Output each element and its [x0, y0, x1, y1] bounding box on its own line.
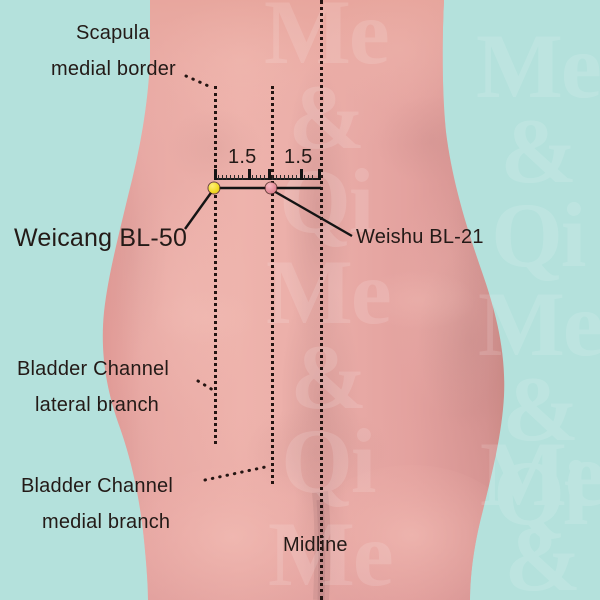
ruler-tick-minor — [230, 175, 231, 180]
midline-guide-line — [320, 0, 323, 600]
measurement-left-span: 1.5 — [228, 146, 257, 168]
label-medial-branch-line2: medial branch — [42, 511, 171, 533]
label-medial-branch-line1: Bladder Channel — [21, 475, 173, 497]
ruler-baseline — [214, 178, 321, 180]
label-weishu-bl21: Weishu BL-21 — [356, 226, 484, 248]
ruler-tick-minor — [260, 175, 261, 180]
ruler-tick-minor — [312, 175, 313, 180]
ruler-tick-major — [300, 169, 303, 180]
label-scapula-line1: Scapula — [76, 22, 150, 44]
ruler-tick-minor — [264, 175, 265, 180]
ruler-tick-minor — [226, 175, 227, 180]
ruler-tick-minor — [256, 175, 257, 180]
ruler-tick-major — [318, 169, 321, 180]
ruler-tick-minor — [292, 175, 293, 180]
ruler-tick-minor — [288, 175, 289, 180]
measurement-right-span: 1.5 — [284, 146, 313, 168]
ruler-tick-minor — [252, 175, 253, 180]
cun-ruler — [214, 168, 321, 180]
ruler-tick-minor — [280, 175, 281, 180]
bladder-channel-medial-branch-line — [271, 86, 274, 484]
ruler-tick-minor — [304, 175, 305, 180]
ruler-tick-major — [214, 169, 217, 180]
ruler-tick-minor — [272, 175, 273, 180]
label-midline: Midline — [283, 534, 348, 556]
label-weicang-bl50: Weicang BL-50 — [14, 224, 188, 252]
label-lateral-branch-line1: Bladder Channel — [17, 358, 169, 380]
point-weicang-bl50[interactable] — [208, 182, 220, 194]
ruler-tick-major — [268, 169, 271, 180]
ruler-tick-major — [248, 169, 251, 180]
ruler-tick-minor — [238, 175, 239, 180]
point-weishu-bl21[interactable] — [265, 182, 277, 194]
ruler-tick-minor — [242, 175, 243, 180]
ruler-tick-minor — [276, 175, 277, 180]
ruler-tick-minor — [308, 175, 309, 180]
ruler-tick-minor — [218, 175, 219, 180]
ruler-tick-minor — [284, 175, 285, 180]
ruler-tick-minor — [296, 175, 297, 180]
ruler-tick-minor — [222, 175, 223, 180]
label-lateral-branch-line2: lateral branch — [35, 394, 159, 416]
ruler-tick-minor — [234, 175, 235, 180]
label-scapula-line2: medial border — [51, 58, 176, 80]
bladder-channel-lateral-branch-line — [214, 86, 217, 444]
